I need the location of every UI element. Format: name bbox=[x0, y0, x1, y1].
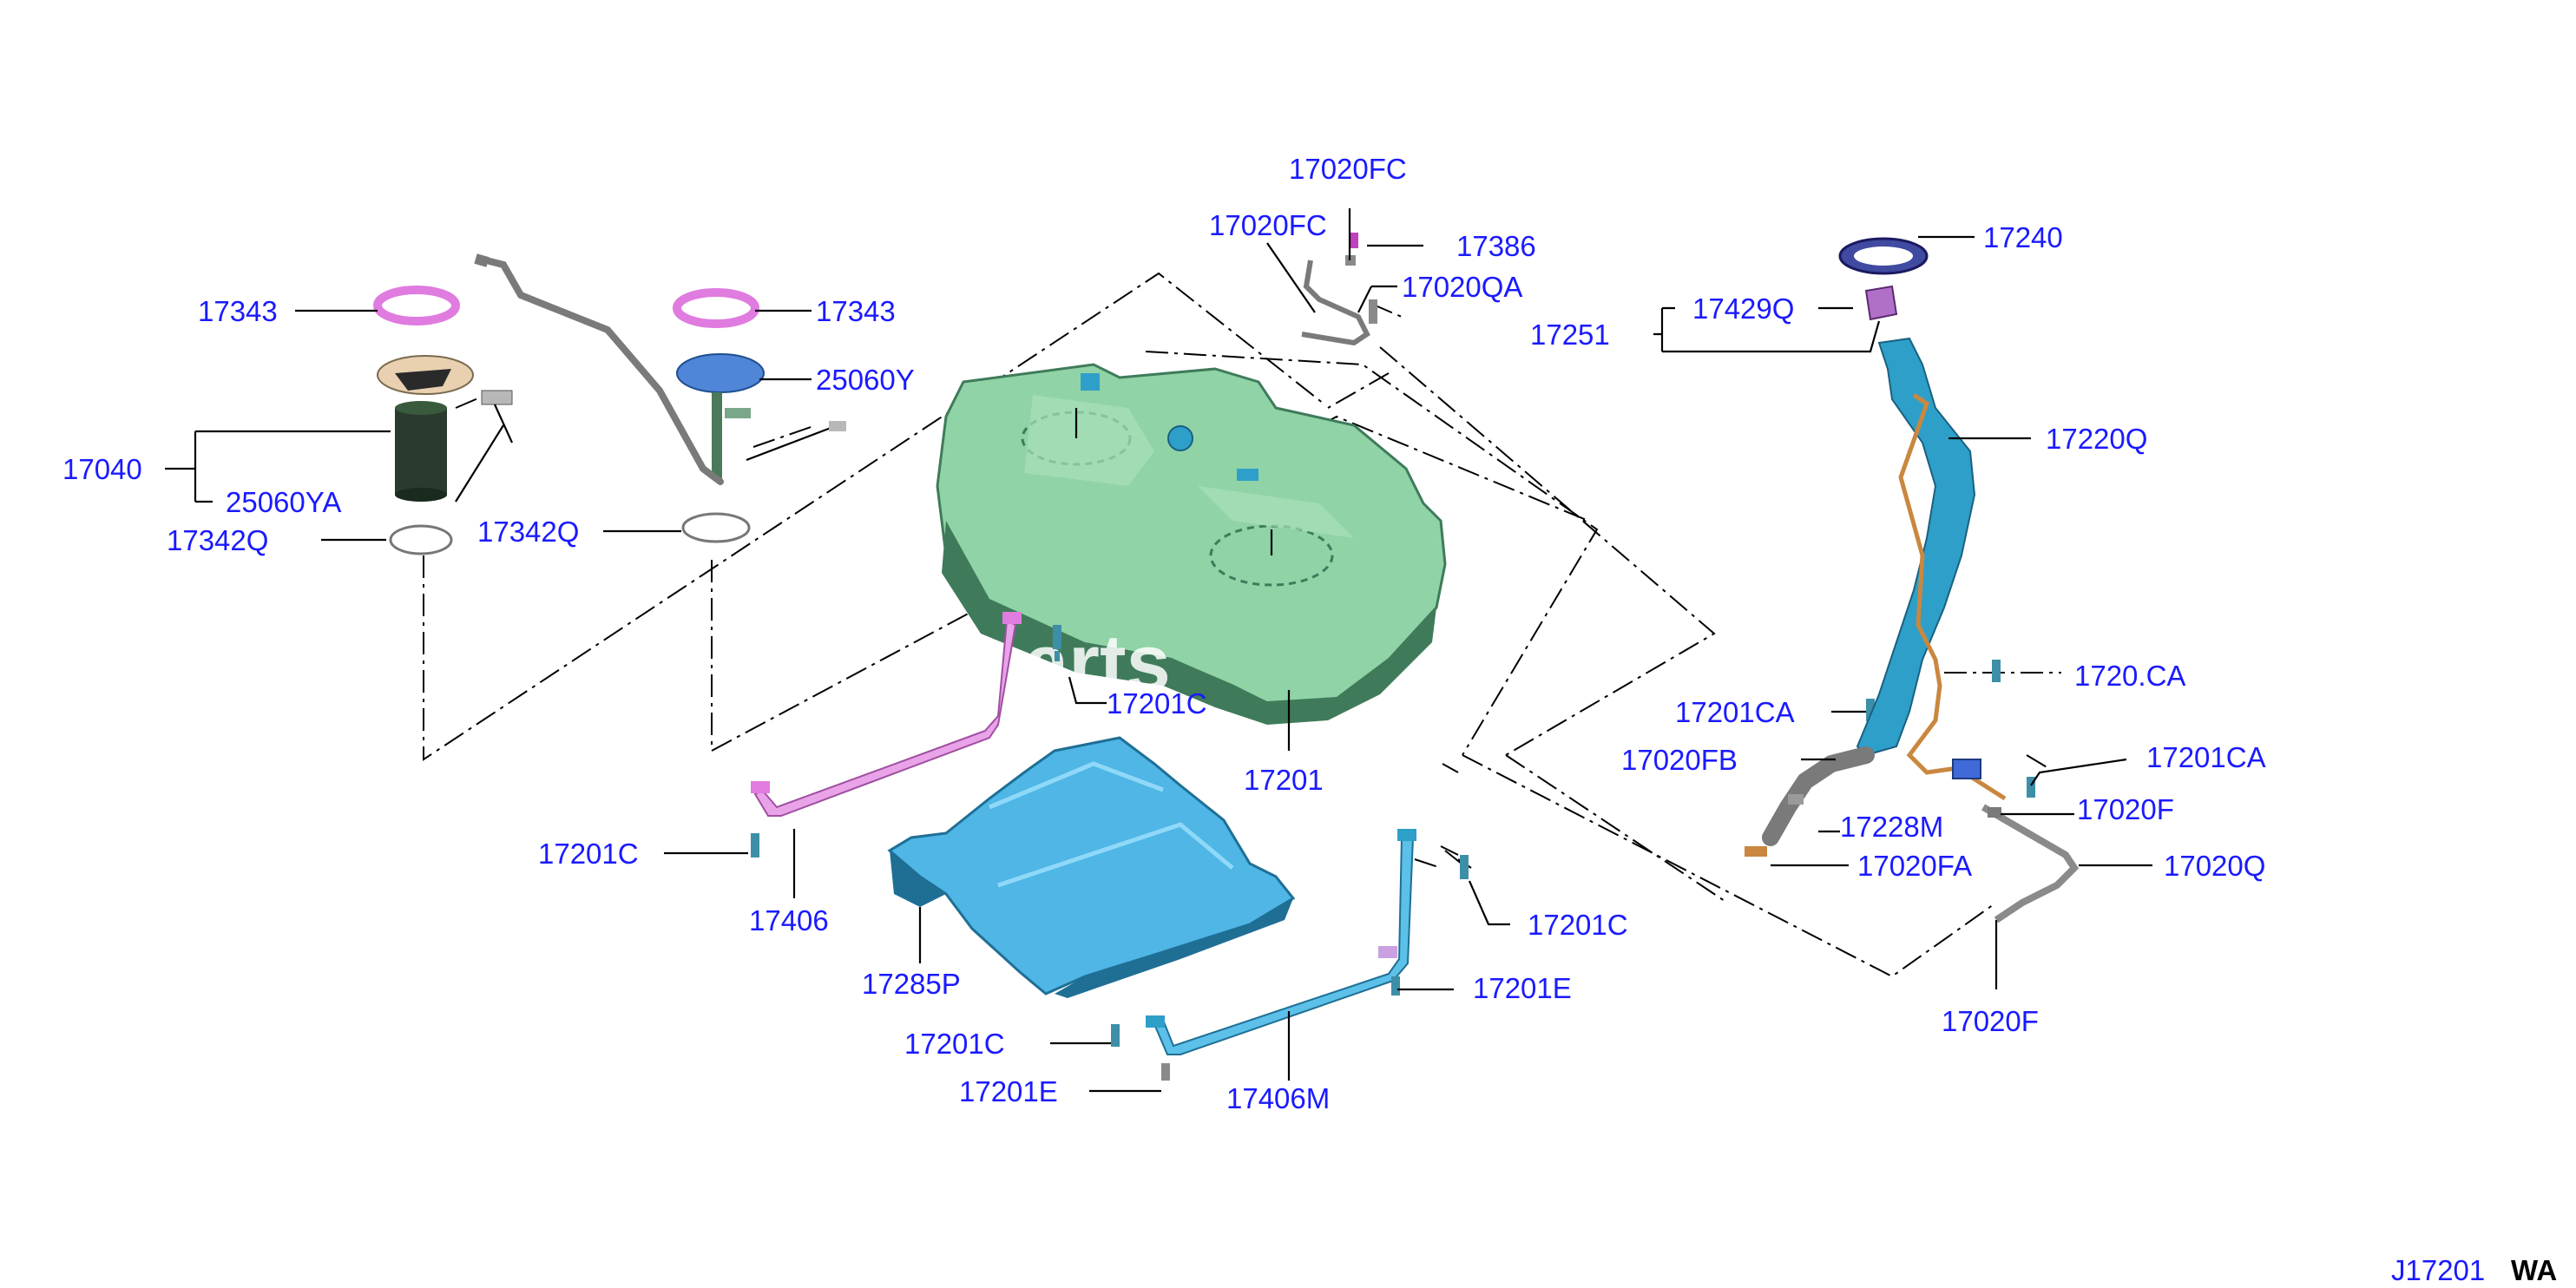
label-17201: 17201 bbox=[1244, 764, 1324, 796]
label-17201E-right: 17201E bbox=[1473, 972, 1572, 1004]
label-17020FA: 17020FA bbox=[1857, 850, 1972, 882]
label-17020Q: 17020Q bbox=[2164, 850, 2265, 882]
reference-suffix: WA bbox=[2511, 1254, 2557, 1286]
label-17240: 17240 bbox=[1983, 221, 2063, 253]
heat-shield[interactable] bbox=[887, 736, 1296, 998]
label-17343-right: 17343 bbox=[816, 295, 896, 327]
part-labels: 17020FC 17020FC 17386 17020QA 17240 1742… bbox=[62, 153, 2266, 1114]
bolt-fasteners bbox=[751, 299, 2035, 1081]
label-17201C-lower: 17201C bbox=[904, 1028, 1005, 1060]
label-17020FC-top: 17020FC bbox=[1289, 153, 1407, 185]
label-17201C-left: 17201C bbox=[538, 838, 639, 870]
label-17040: 17040 bbox=[62, 453, 142, 485]
fuel-tank[interactable] bbox=[936, 363, 1447, 725]
label-25060Y: 25060Y bbox=[816, 364, 915, 396]
right-strap[interactable] bbox=[1146, 829, 1416, 1055]
label-17406M: 17406M bbox=[1226, 1082, 1330, 1114]
label-17201CA-right: 17201CA bbox=[2146, 741, 2266, 773]
fuel-pump-module-left[interactable] bbox=[373, 286, 514, 555]
label-25060YA: 25060YA bbox=[226, 486, 341, 518]
label-17386: 17386 bbox=[1456, 230, 1536, 262]
label-17020F-lower: 17020F bbox=[1942, 1005, 2039, 1037]
left-strap[interactable] bbox=[751, 612, 1022, 817]
label-17201CA-upper: 17201CA bbox=[1675, 696, 1795, 728]
filler-neck[interactable] bbox=[1838, 237, 2007, 801]
pump-fuel-line bbox=[483, 257, 724, 485]
diagram-reference-code: J17201 WA bbox=[2391, 1254, 2557, 1286]
leader-lines bbox=[165, 208, 2152, 1093]
label-17343-left: 17343 bbox=[198, 295, 278, 327]
label-17020FB: 17020FB bbox=[1621, 744, 1738, 776]
reference-prefix: J17201 bbox=[2391, 1254, 2485, 1286]
label-17342Q-left: 17342Q bbox=[167, 524, 268, 556]
label-17228M: 17228M bbox=[1840, 811, 1943, 843]
label-17201C-right: 17201C bbox=[1528, 909, 1628, 941]
rear-hoses[interactable] bbox=[1745, 746, 2080, 923]
fuel-level-sender-right[interactable] bbox=[673, 288, 846, 543]
watermark-text: arts bbox=[1024, 619, 1171, 707]
label-17201CA-partial: 1720.CA bbox=[2074, 660, 2185, 692]
vent-hose-assembly[interactable] bbox=[1301, 233, 1370, 346]
label-17020QA: 17020QA bbox=[1402, 271, 1522, 303]
label-17020FC: 17020FC bbox=[1209, 209, 1327, 241]
label-17285P: 17285P bbox=[862, 968, 961, 1000]
label-17342Q-right: 17342Q bbox=[477, 516, 579, 548]
label-17251: 17251 bbox=[1530, 319, 1610, 351]
label-17220Q: 17220Q bbox=[2046, 423, 2147, 455]
label-17201C-upper: 17201C bbox=[1107, 687, 1207, 720]
label-17201E-lower: 17201E bbox=[959, 1075, 1058, 1107]
label-17429Q: 17429Q bbox=[1692, 292, 1794, 325]
label-17406: 17406 bbox=[749, 904, 829, 936]
label-17020F-upper: 17020F bbox=[2077, 793, 2174, 825]
